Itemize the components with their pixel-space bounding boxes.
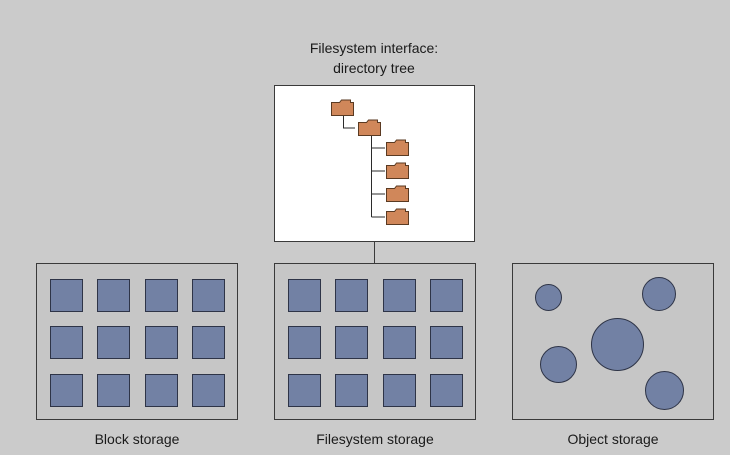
block-square bbox=[192, 279, 225, 312]
diagram-title-line2: directory tree bbox=[333, 60, 415, 76]
block-square bbox=[192, 374, 225, 407]
folder-icon bbox=[358, 119, 381, 136]
block-square bbox=[97, 279, 130, 312]
filesystem-storage-panel bbox=[274, 263, 476, 420]
block-square bbox=[335, 326, 368, 359]
block-square bbox=[50, 374, 83, 407]
object-storage-panel bbox=[512, 263, 714, 420]
block-square bbox=[383, 374, 416, 407]
block-storage-panel bbox=[36, 263, 238, 420]
object-circle bbox=[540, 346, 577, 383]
block-square bbox=[430, 374, 463, 407]
block-square bbox=[430, 279, 463, 312]
object-circle bbox=[645, 371, 684, 410]
block-square bbox=[145, 374, 178, 407]
block-storage-label: Block storage bbox=[94, 431, 180, 447]
block-square bbox=[145, 279, 178, 312]
block-square bbox=[288, 374, 321, 407]
folder-icon bbox=[386, 185, 409, 202]
block-square bbox=[50, 326, 83, 359]
block-square bbox=[192, 326, 225, 359]
block-square bbox=[288, 326, 321, 359]
block-square bbox=[145, 326, 178, 359]
tree-to-storage-connector bbox=[374, 242, 375, 263]
block-square bbox=[97, 374, 130, 407]
block-square bbox=[383, 279, 416, 312]
filesystem-storage-label: Filesystem storage bbox=[316, 431, 434, 447]
object-circle bbox=[642, 277, 676, 311]
folder-icon bbox=[331, 99, 354, 116]
block-square bbox=[50, 279, 83, 312]
block-square bbox=[430, 326, 463, 359]
object-circle bbox=[535, 284, 562, 311]
directory-tree bbox=[331, 99, 409, 225]
folder-icon bbox=[386, 208, 409, 225]
object-storage-label: Object storage bbox=[567, 431, 659, 447]
folder-icon bbox=[386, 162, 409, 179]
block-square bbox=[383, 326, 416, 359]
object-circle bbox=[591, 318, 644, 371]
block-square bbox=[335, 279, 368, 312]
diagram-title-line1: Filesystem interface: bbox=[309, 40, 439, 56]
block-square bbox=[288, 279, 321, 312]
block-square bbox=[97, 326, 130, 359]
folder-icon bbox=[386, 139, 409, 156]
directory-tree-box bbox=[274, 85, 475, 242]
block-square bbox=[335, 374, 368, 407]
